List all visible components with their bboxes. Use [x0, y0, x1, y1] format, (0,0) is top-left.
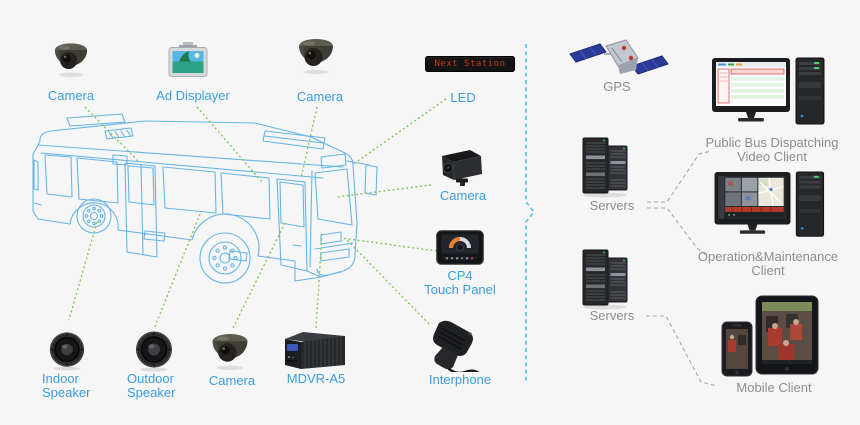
- mobile-devices-icon: [720, 294, 822, 380]
- led-display-icon: Next Station: [425, 56, 515, 72]
- server-towers-icon: [580, 136, 630, 198]
- interphone-label: Interphone: [428, 372, 492, 387]
- outdoor-speaker-line1: Outdoor: [127, 371, 174, 386]
- indoor-speaker-line2: Speaker: [42, 385, 91, 400]
- cp4-label-line2: Touch Panel: [424, 282, 496, 297]
- operation-client-line2: Client: [751, 263, 785, 278]
- server-towers-icon: [580, 248, 630, 310]
- dome-camera-icon: [209, 333, 251, 371]
- gps-label: GPS: [603, 79, 631, 94]
- outdoor-speaker-line2: Speaker: [127, 385, 176, 400]
- dispatch-client-line2: Video Client: [737, 149, 807, 164]
- operation-client-line1: Operation&Maintenance: [697, 249, 839, 264]
- cp4-label-line1: CP4: [447, 268, 473, 283]
- indoor-speaker-label: Indoor Speaker: [42, 372, 90, 399]
- touch-panel-icon: [436, 230, 484, 267]
- indoor-speaker-line1: Indoor: [42, 371, 79, 386]
- desktop-client-icon: [712, 170, 830, 244]
- servers-top-label: Servers: [589, 198, 635, 213]
- speaker-icon: [133, 330, 175, 372]
- bus-line-drawing: [32, 113, 378, 284]
- camera-top-mid-label: Camera: [296, 89, 344, 104]
- client-connector-lines: [646, 150, 718, 387]
- section-divider-line: [525, 44, 536, 384]
- device-connector-lines: [68, 98, 447, 330]
- servers-bottom-label: Servers: [589, 308, 635, 323]
- mdvr-icon: [281, 327, 349, 373]
- ad-displayer-label: Ad Displayer: [156, 88, 230, 103]
- dispatch-video-client-label: Public Bus Dispatching Video Client: [706, 136, 839, 163]
- rear-view-camera-icon: [436, 147, 484, 187]
- ad-displayer-icon: [167, 42, 209, 80]
- dome-camera-icon: [52, 42, 90, 78]
- dispatch-client-line1: Public Bus Dispatching: [705, 135, 839, 150]
- operation-maintenance-client-label: Operation&Maintenance Client: [698, 250, 838, 277]
- outdoor-speaker-label: Outdoor Speaker: [127, 372, 175, 399]
- led-label: LED: [450, 90, 476, 105]
- mdvr-label: MDVR-A5: [286, 371, 346, 386]
- camera-top-left-label: Camera: [47, 88, 95, 103]
- desktop-client-icon: [710, 56, 830, 132]
- mobile-client-label: Mobile Client: [736, 380, 812, 395]
- cp4-touch-panel-label: CP4 Touch Panel: [424, 269, 496, 296]
- led-display-text: Next Station: [434, 59, 506, 69]
- interphone-icon: [423, 320, 493, 372]
- gps-satellite-icon: [568, 36, 670, 84]
- camera-front-label: Camera: [439, 188, 487, 203]
- dome-camera-icon: [295, 38, 337, 75]
- camera-bottom-label: Camera: [208, 373, 256, 388]
- speaker-icon: [47, 330, 87, 372]
